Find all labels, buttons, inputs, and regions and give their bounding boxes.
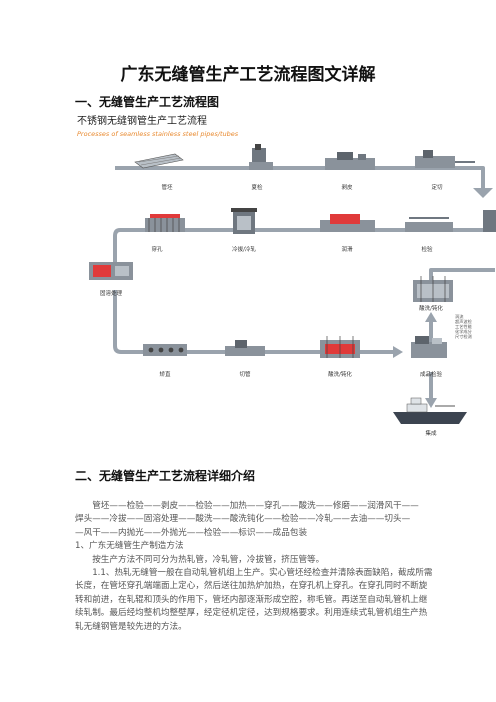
step-fixed-cut-label: 定切 <box>431 183 443 191</box>
billet-icon <box>134 153 184 169</box>
final-inspection-station-icon <box>411 336 447 358</box>
inspection-note: 涡流 <box>455 313 464 320</box>
step-solution-treatment-label: 固溶处理 <box>100 289 123 297</box>
cold-drawing-machine-icon <box>231 208 257 234</box>
process-sequence-line: —风干——内抛光——外抛光——检验——标识——成品包装 <box>75 527 308 538</box>
inspection-machine-icon <box>249 144 273 170</box>
inspection-notes: 涡流 超声波检 工艺性能 化学成分 尺寸检测 <box>455 313 473 340</box>
document-title: 广东无缝管生产工艺流程图文详解 <box>120 65 376 85</box>
step-recheck-label: 夏检 <box>251 183 263 191</box>
peeling-machine-icon <box>325 152 375 170</box>
step-inspection-label: 检验 <box>421 245 433 253</box>
cargo-ship-icon <box>393 397 467 424</box>
paragraph: 1.1、热轧无缝管一般在自动轧管机组上生产。实心管坯经检查并清除表面缺陷，截成所… <box>75 568 433 632</box>
inspection-note: 超声波检 <box>455 318 473 325</box>
step-piercing-label: 穿孔 <box>151 245 163 253</box>
inspection-line-icon <box>405 217 453 232</box>
process-sequence-line: 焊头——冷拔——固溶处理——酸洗——酸洗钝化——检验——冷轧——去油——切头— <box>75 514 411 525</box>
solution-treatment-furnace-icon <box>89 262 133 280</box>
row2-right-machine-icon <box>483 210 496 232</box>
inspection-note: 化学成分 <box>455 328 473 335</box>
step-cold-drawing-label: 冷拔/冷轧 <box>232 245 256 253</box>
step-final-pickling-label: 酸洗/钝化 <box>328 370 352 378</box>
step-straightening-label: 矫直 <box>159 370 171 378</box>
inspection-note: 尺寸检测 <box>455 333 472 340</box>
lubrication-machine-icon <box>320 214 375 232</box>
inspection-note: 工艺性能 <box>455 323 473 330</box>
section-1-heading: 一、无缝管生产工艺流程图 <box>75 95 220 109</box>
process-sequence-line: 管坯——检验——剥皮——检验——加热——穿孔——酸洗——修磨——润滑风干—— <box>92 501 419 511</box>
step-peeling-label: 剥皮 <box>341 183 353 191</box>
section-2-heading: 二、无缝管生产工艺流程详细介绍 <box>75 469 256 483</box>
figure-title-en: Processes of seamless stainless steel pi… <box>77 130 239 138</box>
paragraph: 按生产方法不同可分为热轧管，冷轧管，冷拔管，挤压管等。 <box>92 554 325 565</box>
step-pickling-passivation-label: 酸洗/钝化 <box>419 304 443 312</box>
step-lubrication-label: 润滑 <box>341 245 353 253</box>
process-flow-figure: 不锈钢无缝钢管生产工艺流程 Processes of seamless stai… <box>75 110 496 440</box>
flow-arrows <box>109 188 493 408</box>
straightening-machine-icon <box>143 344 187 356</box>
process-description: 管坯——检验——剥皮——检验——加热——穿孔——酸洗——修磨——润滑风干—— 焊… <box>75 500 435 634</box>
piercing-machine-icon <box>145 214 185 232</box>
step-billet-label: 管坯 <box>161 183 173 191</box>
pickling-tank-icon <box>413 276 453 302</box>
step-shipping-label: 集成 <box>425 429 437 437</box>
flow-path <box>113 166 495 400</box>
subsection-heading: 1、广东无缝管生产制造方法 <box>75 541 184 552</box>
step-final-inspection-label: 成品检验 <box>420 370 443 378</box>
cutting-machine-icon <box>415 150 475 168</box>
final-pickling-tank-icon <box>320 336 360 358</box>
step-pipe-cutting-label: 切管 <box>239 370 251 378</box>
figure-title-cn: 不锈钢无缝钢管生产工艺流程 <box>77 114 207 127</box>
pipe-cutting-machine-icon <box>225 340 265 356</box>
